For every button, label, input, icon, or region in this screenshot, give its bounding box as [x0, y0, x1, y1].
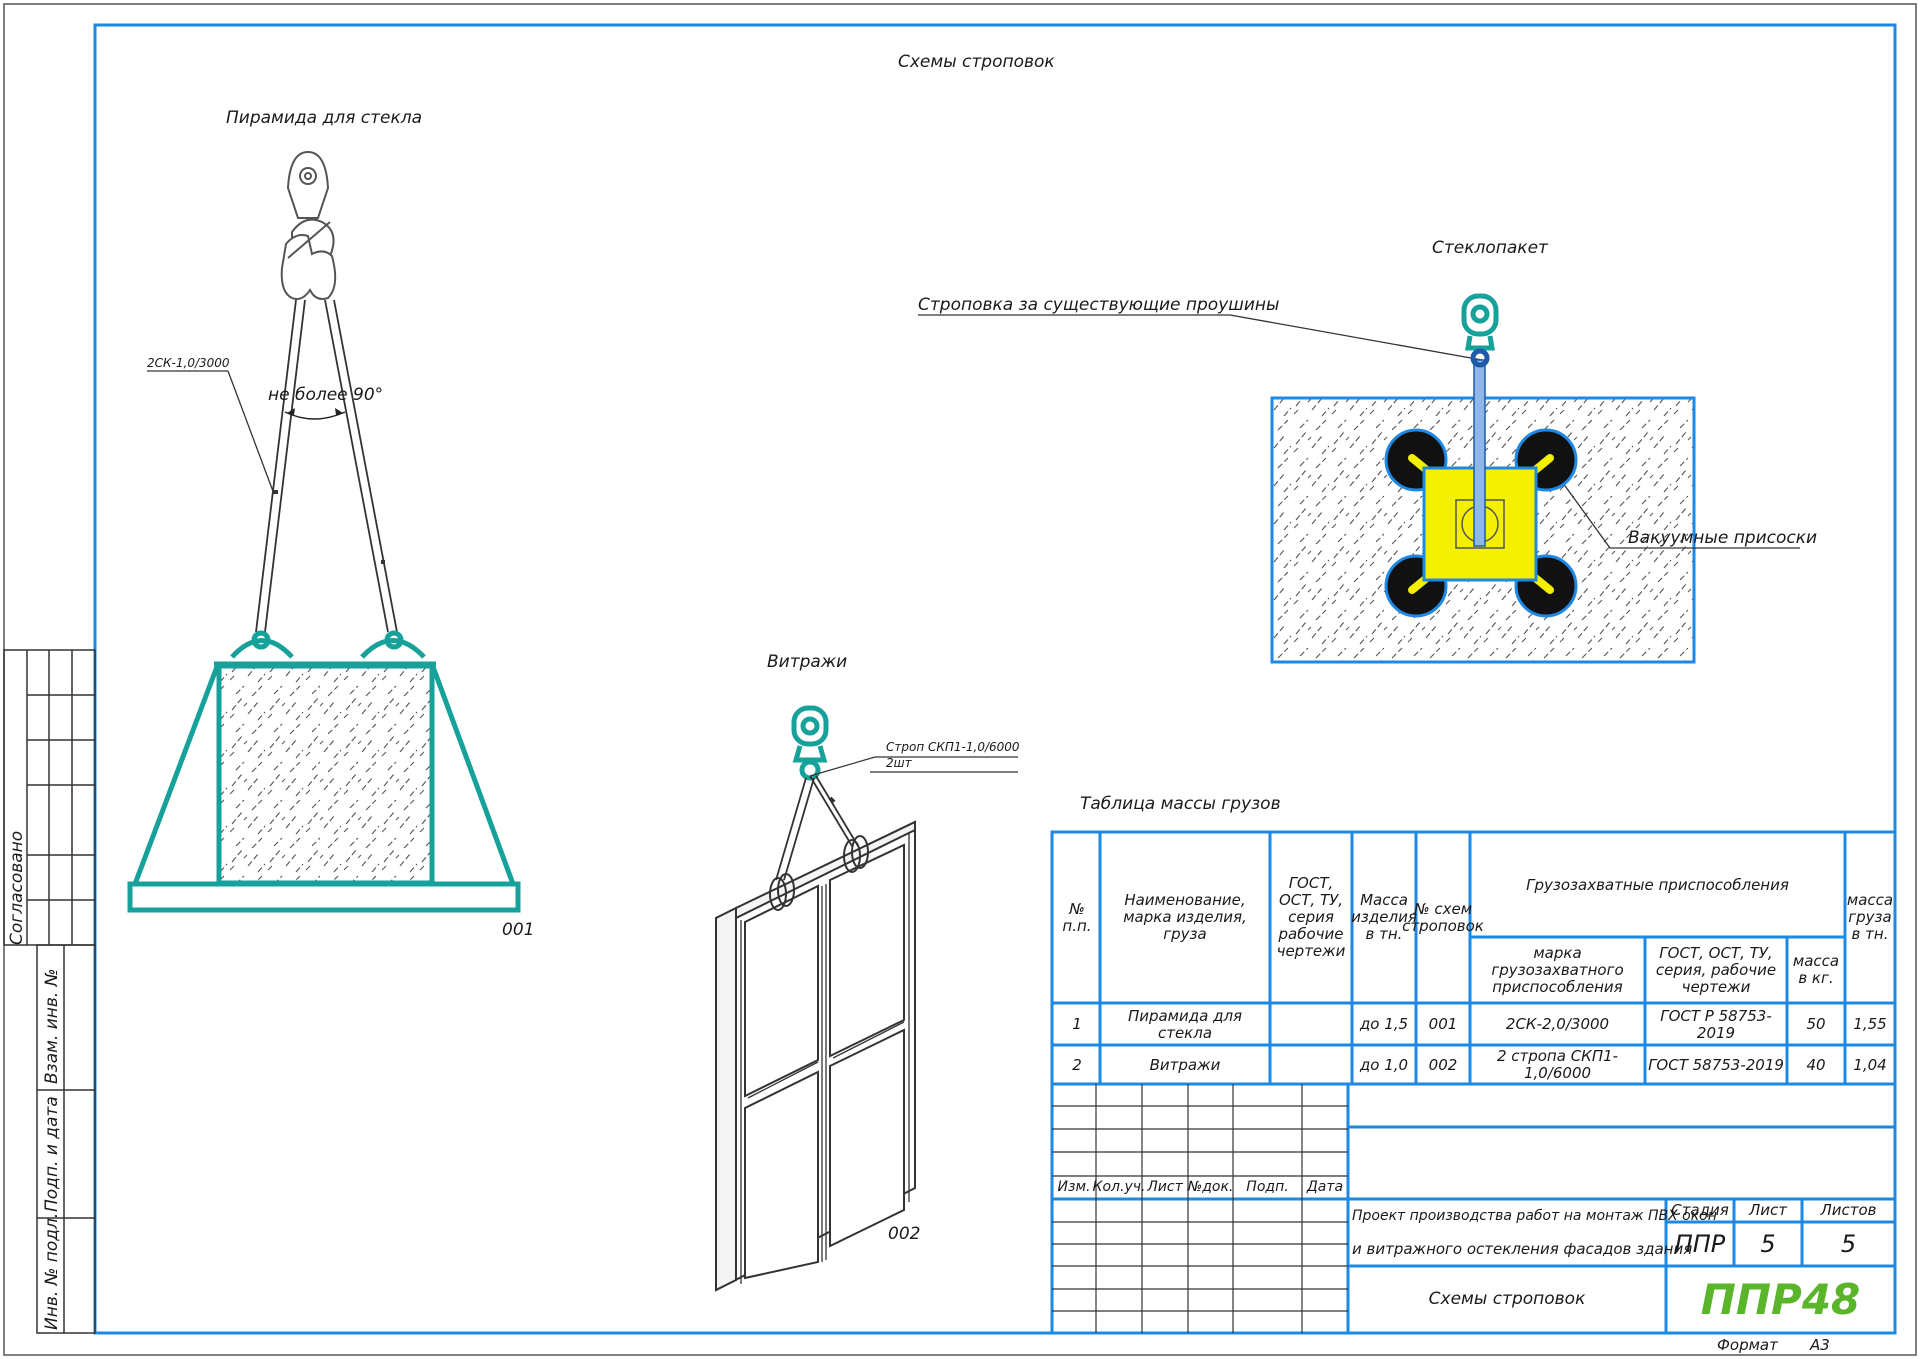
th-dev-mark: марка грузозахватного приспособления	[1491, 943, 1624, 996]
th-mass: Масса изделия в тн.	[1351, 891, 1417, 943]
project-line-2: и витражного остекления фасадов здания	[1352, 1240, 1693, 1258]
doc-code: ППР48	[1667, 1267, 1894, 1331]
stamp-col-doc: №док.	[1187, 1179, 1234, 1195]
th-name: Наименование, марка изделия, груза	[1123, 891, 1247, 943]
crane-hook-icon	[280, 150, 337, 300]
stage-value: ППР	[1674, 1229, 1726, 1258]
stamp-col-izm: Изм.	[1057, 1179, 1091, 1195]
stage-label: Стадия	[1671, 1201, 1729, 1219]
crane-shackle-icon	[791, 705, 829, 781]
th-gost: ГОСТ, ОСТ, ТУ, серия рабочие чертежи	[1276, 874, 1346, 960]
pyramid-caption: Пирамида для стекла	[226, 108, 422, 128]
stained-scheme	[715, 705, 1018, 1292]
title-block-grid	[1050, 1082, 1897, 1335]
th-devices: Грузозахватные приспособления	[1526, 876, 1789, 894]
sheet-value: 5	[1760, 1229, 1776, 1258]
pyramid-sling-label: 2СК-1,0/3000	[147, 356, 230, 370]
th-scheme: № схем строповок	[1402, 899, 1484, 935]
th-dev-gost: ГОСТ, ОСТ, ТУ, серия, рабочие чертежи	[1655, 943, 1777, 996]
mass-table-grid	[1050, 830, 1897, 1086]
table-row-1-total-mass: 1,55	[1853, 1015, 1887, 1033]
th-num: № п.п.	[1062, 899, 1092, 935]
table-row-2-dev-mark: 2 стропа СКП1-1,0/6000	[1496, 1047, 1619, 1082]
side-label-replace: Взам. инв. №	[42, 968, 62, 1084]
format-value: А3	[1810, 1336, 1830, 1354]
glass-unit-scheme	[918, 293, 1800, 664]
pyramid-scheme-number: 001	[502, 920, 535, 940]
table-row-2-dev-gost: ГОСТ 58753-2019	[1648, 1055, 1784, 1074]
title-block-rows	[1052, 1084, 1348, 1333]
table-row-1-dev-gost: ГОСТ Р 58753-2019	[1660, 1006, 1772, 1042]
format-label: Формат	[1717, 1336, 1778, 1354]
table-row-2-gost	[1273, 1048, 1349, 1082]
table-row-1-dev-mass: 50	[1806, 1015, 1826, 1033]
stained-caption: Витражи	[767, 652, 848, 672]
sheets-label: Листов	[1820, 1201, 1877, 1219]
project-line-1: Проект производства работ на монтаж ПВХ …	[1352, 1208, 1717, 1224]
side-label-inv: Инв. № подл.	[42, 1212, 62, 1330]
table-row-2-total-mass: 1,04	[1853, 1055, 1887, 1074]
table-row-1-name: Пирамида для стекла	[1127, 1006, 1243, 1042]
stamp-col-sign: Подп.	[1246, 1179, 1289, 1195]
glass-unit-caption: Стеклопакет	[1432, 238, 1548, 258]
th-total-mass: масса груза в тн.	[1846, 891, 1894, 943]
table-row-1-dev-mark: 2СК-2,0/3000	[1505, 1015, 1610, 1033]
sheets-value: 5	[1840, 1229, 1857, 1258]
pyramid-scheme	[127, 150, 521, 913]
sheet-label: Лист	[1748, 1201, 1787, 1219]
table-row-1-scheme: 001	[1428, 1015, 1458, 1033]
side-label-sign-date: Подп. и дата	[42, 1096, 62, 1212]
table-row-2-dev-mass: 40	[1806, 1055, 1826, 1074]
stained-sling-count: 2шт	[886, 756, 912, 770]
side-stamp	[3, 649, 96, 1334]
th-dev-mass: масса в кг.	[1792, 952, 1840, 987]
stained-scheme-number: 002	[888, 1224, 921, 1244]
table-row-2-scheme: 002	[1428, 1055, 1458, 1074]
doc-code-text: ППР48	[1700, 1274, 1861, 1324]
stamp-col-kol: Кол.уч.	[1092, 1179, 1146, 1195]
page-title: Схемы строповок	[898, 52, 1055, 72]
stamp-col-list: Лист	[1147, 1179, 1183, 1195]
table-row-1-gost	[1273, 1006, 1349, 1043]
table-row-2-mass: до 1,0	[1359, 1055, 1409, 1074]
stained-sling-label: Строп СКП1-1,0/6000	[886, 740, 1020, 754]
lifting-eye-icon	[1461, 293, 1499, 368]
stamp-col-date: Дата	[1306, 1179, 1344, 1195]
side-label-agreed: Согласовано	[7, 830, 27, 945]
glass-unit-leader-label: Строповка за существующие проушины	[918, 295, 1280, 315]
table-row-2-name: Витражи	[1149, 1055, 1221, 1074]
table-row-1-num: 1	[1072, 1015, 1082, 1033]
suction-cups-label: Вакуумные присоски	[1628, 528, 1818, 548]
table-row-1-mass: до 1,5	[1359, 1015, 1409, 1033]
pyramid-angle-label: не более 90°	[268, 385, 384, 405]
sheet-title: Схемы строповок	[1428, 1289, 1586, 1309]
table-row-2-num: 2	[1072, 1055, 1082, 1074]
mass-table-title: Таблица массы грузов	[1080, 794, 1281, 814]
